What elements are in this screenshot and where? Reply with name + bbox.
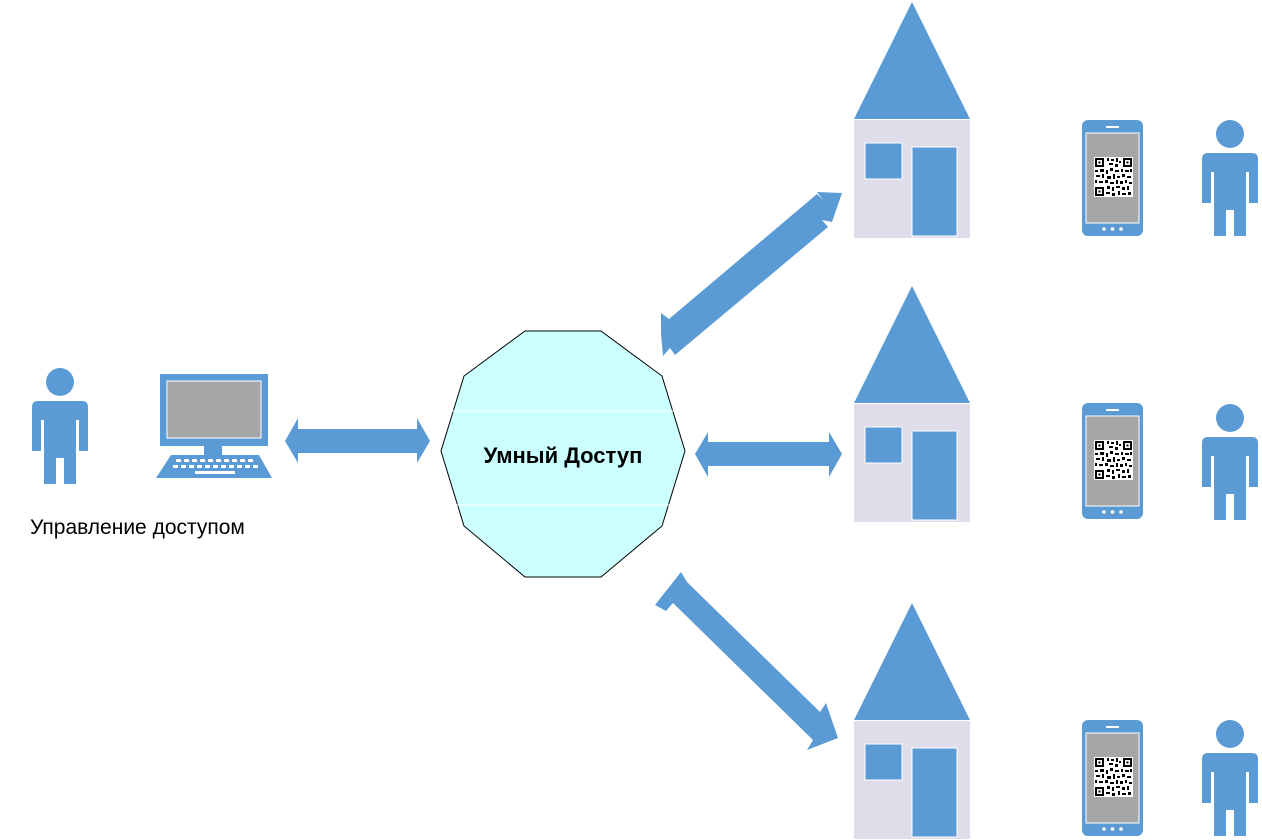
house-icon-top [853, 1, 971, 239]
smartphone-qr-icon-middle [1081, 402, 1144, 520]
house-icon-bottom [853, 602, 971, 840]
hub-decagon [440, 330, 686, 578]
arrow-hub-house-bottom [655, 572, 838, 750]
hub-label: Умный Доступ [483, 443, 643, 468]
admin-label: Управление доступом [30, 516, 245, 539]
person-icon-middle [1202, 404, 1258, 520]
house-icon-middle [853, 285, 971, 523]
smartphone-qr-icon-top [1081, 119, 1144, 237]
arrow-hub-house-top [661, 192, 842, 356]
smartphone-qr-icon-bottom [1081, 719, 1144, 837]
arrow-admin-hub [285, 418, 430, 463]
computer-icon [156, 374, 272, 478]
arrow-hub-house-middle [695, 432, 842, 477]
person-icon-top [1202, 120, 1258, 236]
admin-person-icon [32, 368, 88, 484]
person-icon-bottom [1202, 720, 1258, 836]
